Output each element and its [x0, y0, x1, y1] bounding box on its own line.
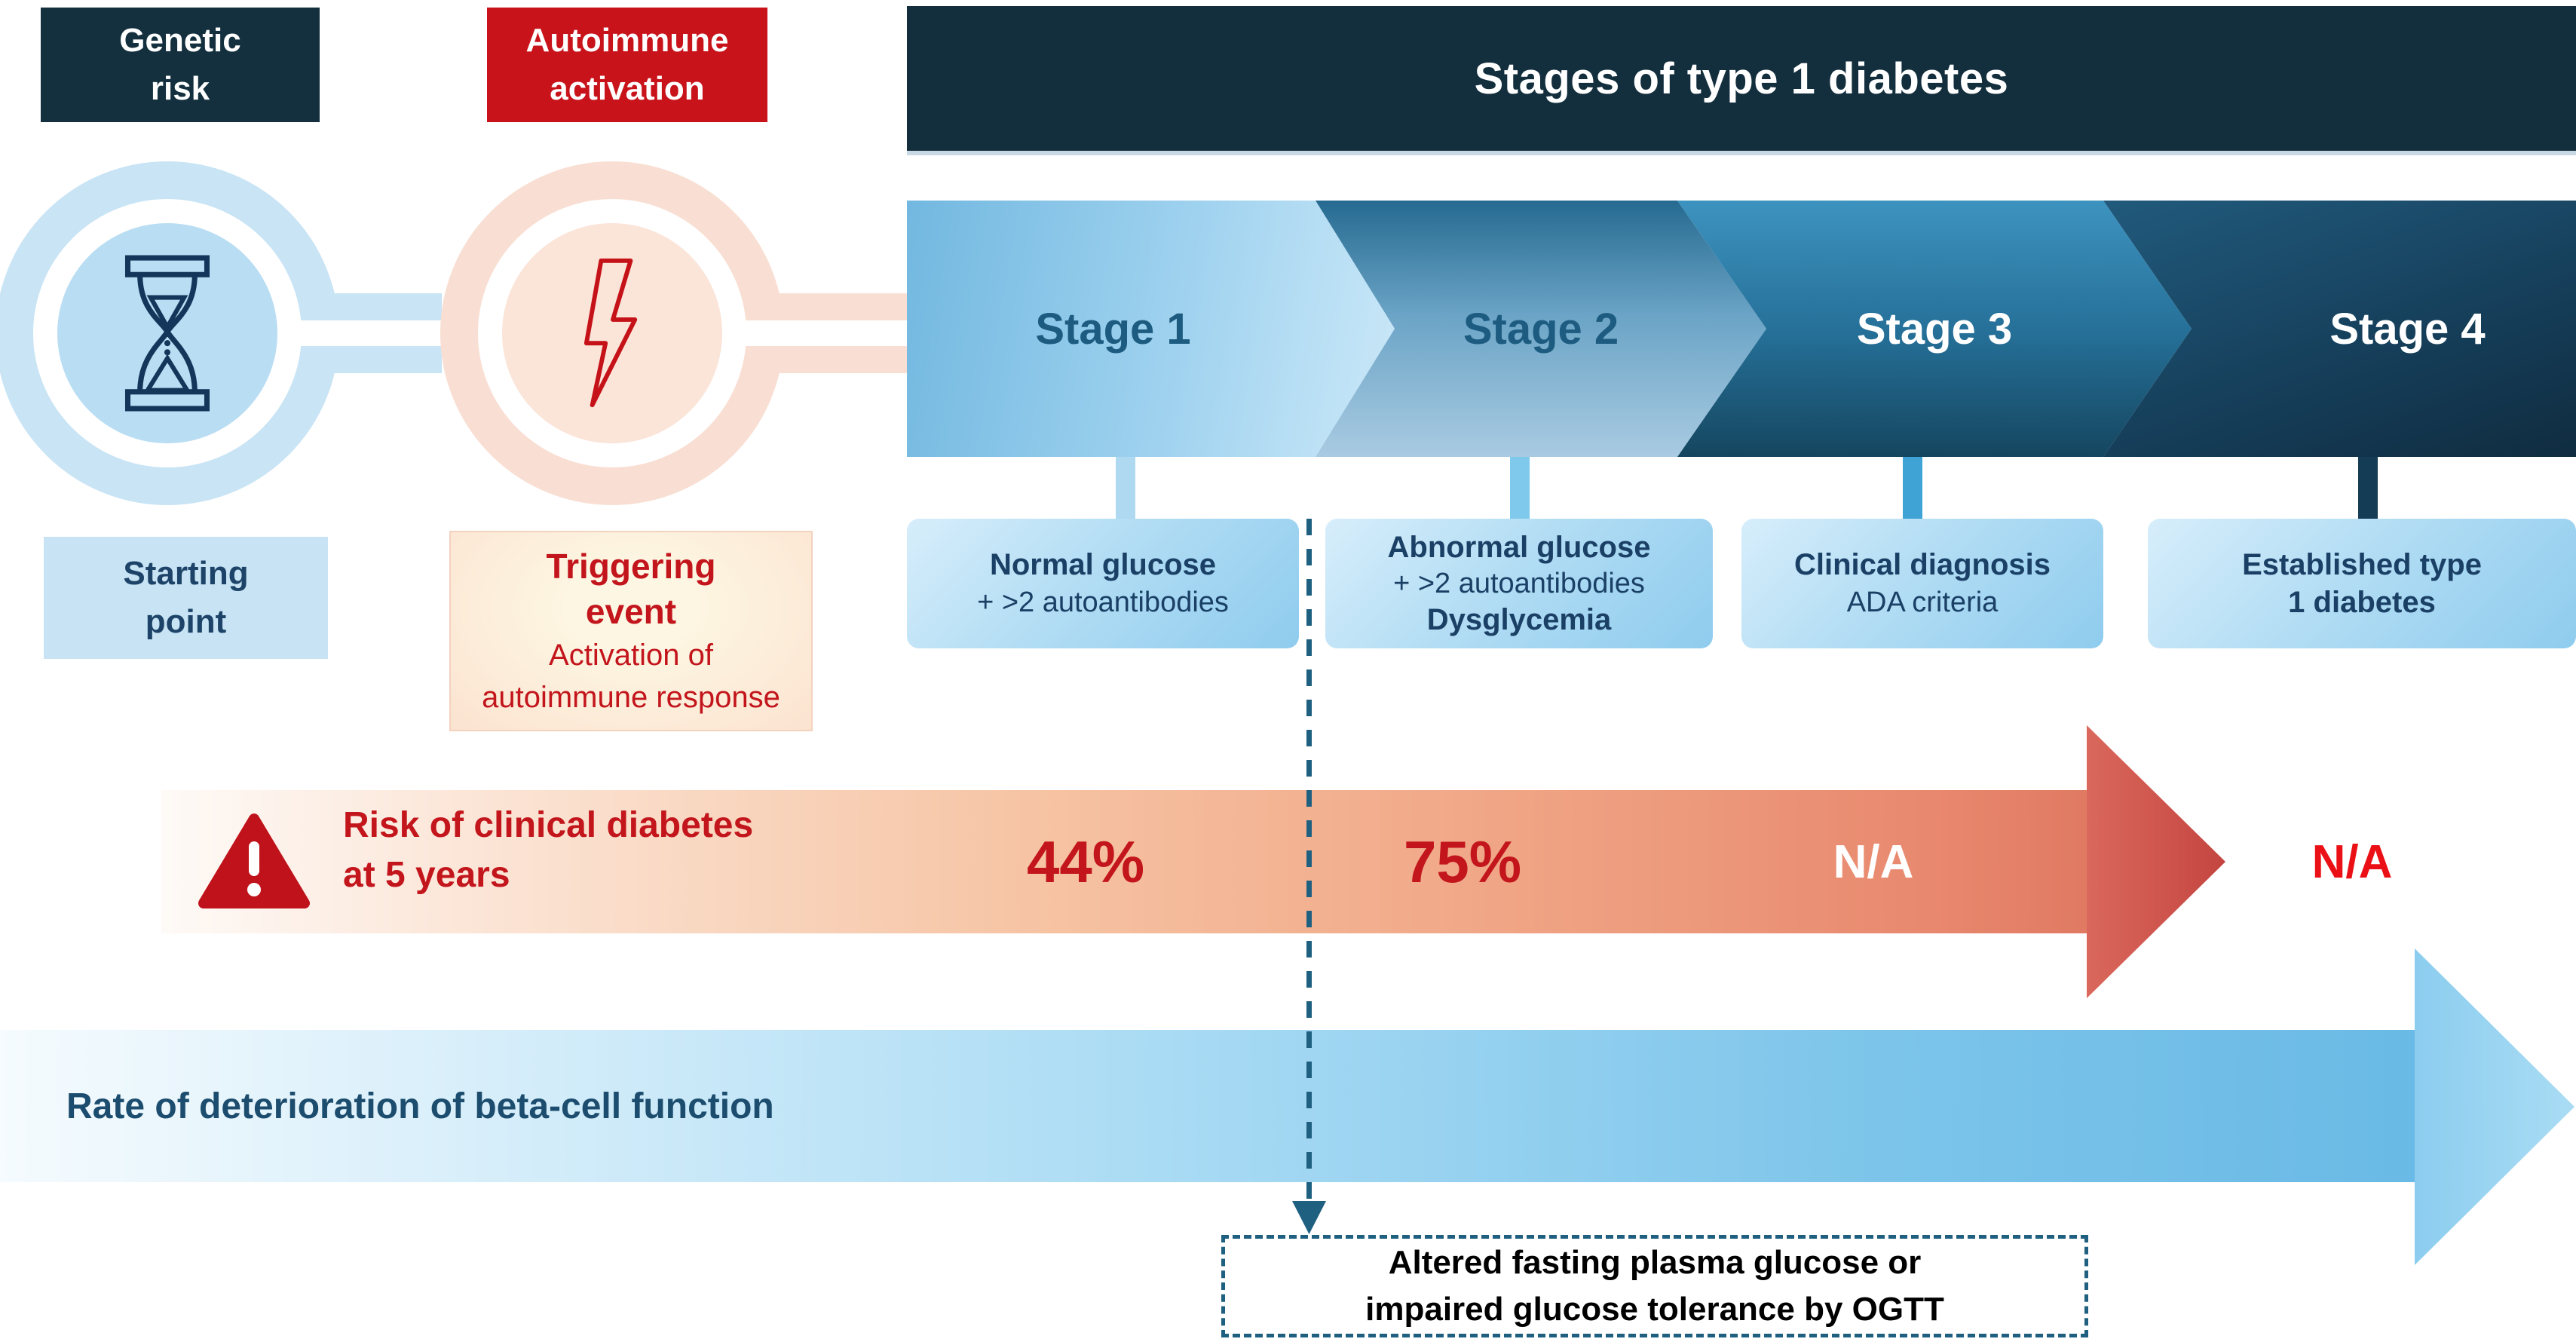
criteria-line: + >2 autoantibodies	[1393, 568, 1645, 599]
genetic-risk-line2: risk	[150, 70, 210, 107]
starting-line1: Starting	[123, 555, 249, 592]
note-line2: impaired glucose tolerance by OGTT	[1365, 1291, 1944, 1328]
stage-1-label: Stage 1	[1035, 304, 1191, 354]
stage-2-connector	[1510, 457, 1530, 520]
criteria-line: Dysglycemia	[1426, 603, 1612, 636]
stage-4-criteria-box: Established type 1 diabetes	[2148, 519, 2576, 648]
stage-2-criteria-box: Abnormal glucose + >2 autoantibodies Dys…	[1325, 519, 1713, 648]
criteria-line: Abnormal glucose	[1387, 531, 1651, 564]
beta-cell-band: Rate of deterioration of beta-cell funct…	[0, 1030, 2416, 1182]
connector-bar	[751, 293, 907, 320]
autoimmune-line2: activation	[550, 70, 705, 107]
ogtt-note-box: Altered fasting plasma glucose or impair…	[1221, 1235, 2088, 1337]
triggering-sub2: autoimmune response	[482, 681, 780, 714]
criteria-line: Established type	[2242, 548, 2482, 581]
triggering-title2: event	[585, 592, 677, 631]
risk-label-line1: Risk of clinical diabetes	[343, 805, 754, 845]
dashed-arrowhead-icon	[1292, 1201, 1326, 1234]
risk-value-stage1: 44%	[1026, 828, 1145, 895]
risk-band	[161, 790, 2088, 933]
risk-value-stage3: N/A	[1833, 835, 1914, 888]
page-title: Stages of type 1 diabetes	[1474, 54, 2009, 103]
connector-bar	[309, 293, 442, 320]
warning-icon	[198, 813, 311, 916]
connector-channel-2	[701, 320, 907, 346]
connector-bar	[309, 346, 442, 373]
stage-4-connector	[2358, 457, 2378, 520]
risk-label: Risk of clinical diabetes at 5 years	[343, 801, 753, 900]
stage-3-label: Stage 3	[1856, 304, 2013, 354]
starting-point-box: Starting point	[44, 537, 328, 659]
risk-label-line2: at 5 years	[343, 855, 510, 895]
starting-line2: point	[145, 603, 227, 640]
stage-3-connector	[1903, 457, 1922, 520]
triggering-title1: Triggering	[546, 547, 716, 586]
triggering-sub1: Activation of	[549, 639, 713, 672]
hourglass-circle	[57, 223, 277, 443]
genetic-risk-box: Genetic risk	[41, 8, 320, 122]
stage-1-chevron: Stage 1	[907, 201, 1395, 457]
beta-cell-arrowhead	[2415, 948, 2574, 1265]
stage-4-label: Stage 4	[2329, 304, 2486, 354]
criteria-line: Clinical diagnosis	[1793, 548, 2051, 581]
autoimmune-line1: Autoimmune	[525, 22, 729, 59]
autoimmune-activation-box: Autoimmune activation	[487, 8, 767, 122]
note-line1: Altered fasting plasma glucose or	[1388, 1244, 1922, 1281]
stage-1-criteria-box: Normal glucose + >2 autoantibodies	[907, 519, 1299, 648]
risk-arrowhead	[2087, 725, 2225, 998]
beta-cell-label: Rate of deterioration of beta-cell funct…	[66, 1086, 774, 1126]
criteria-line: + >2 autoantibodies	[977, 587, 1229, 618]
risk-value-stage2: 75%	[1403, 828, 1522, 895]
criteria-line: 1 diabetes	[2288, 586, 2436, 619]
stage-1-connector	[1116, 457, 1135, 520]
risk-value-stage4: N/A	[2311, 835, 2393, 888]
criteria-line: ADA criteria	[1846, 587, 1999, 618]
triggering-event-box: Triggering event Activation of autoimmun…	[449, 531, 813, 731]
genetic-risk-line1: Genetic	[119, 22, 241, 59]
dysglycemia-dashed-line	[1306, 519, 1312, 1201]
lightning-icon	[584, 258, 638, 407]
lightning-circle	[502, 223, 722, 443]
criteria-line: Normal glucose	[989, 548, 1217, 581]
hourglass-icon	[124, 255, 210, 412]
connector-bar	[751, 346, 907, 373]
connector-channel-1	[256, 320, 442, 346]
stage-3-criteria-box: Clinical diagnosis ADA criteria	[1741, 519, 2103, 648]
stages-header: Stages of type 1 diabetes	[907, 6, 2576, 155]
stage-2-label: Stage 2	[1463, 304, 1619, 354]
